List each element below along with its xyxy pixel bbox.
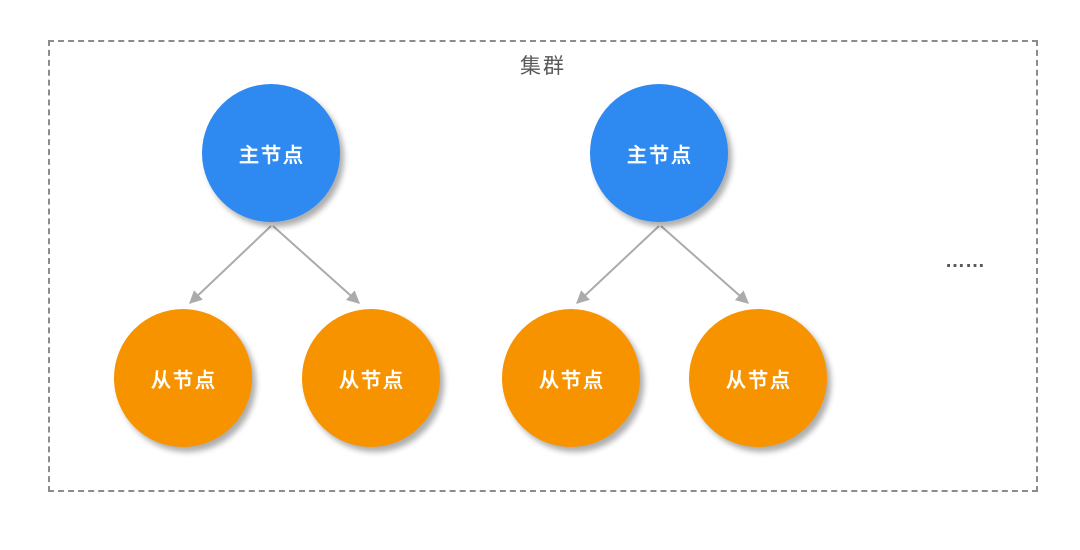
slave-node-4: 从节点 (689, 309, 827, 447)
slave-node-1: 从节点 (114, 309, 252, 447)
master-node-2: 主节点 (590, 84, 728, 222)
slave-node-1-label: 从节点 (151, 369, 217, 392)
slave-node-4-label: 从节点 (726, 369, 792, 392)
master-node-1: 主节点 (202, 84, 340, 222)
cluster-title: 集群 (520, 55, 566, 78)
slave-node-2: 从节点 (302, 309, 440, 447)
more-clusters-ellipsis: …… (945, 250, 985, 272)
master-node-1-label: 主节点 (239, 144, 305, 167)
cluster-boundary-box (48, 40, 1038, 492)
slave-node-3: 从节点 (502, 309, 640, 447)
slave-node-3-label: 从节点 (539, 369, 605, 392)
master-node-2-label: 主节点 (627, 144, 693, 167)
slave-node-2-label: 从节点 (339, 369, 405, 392)
